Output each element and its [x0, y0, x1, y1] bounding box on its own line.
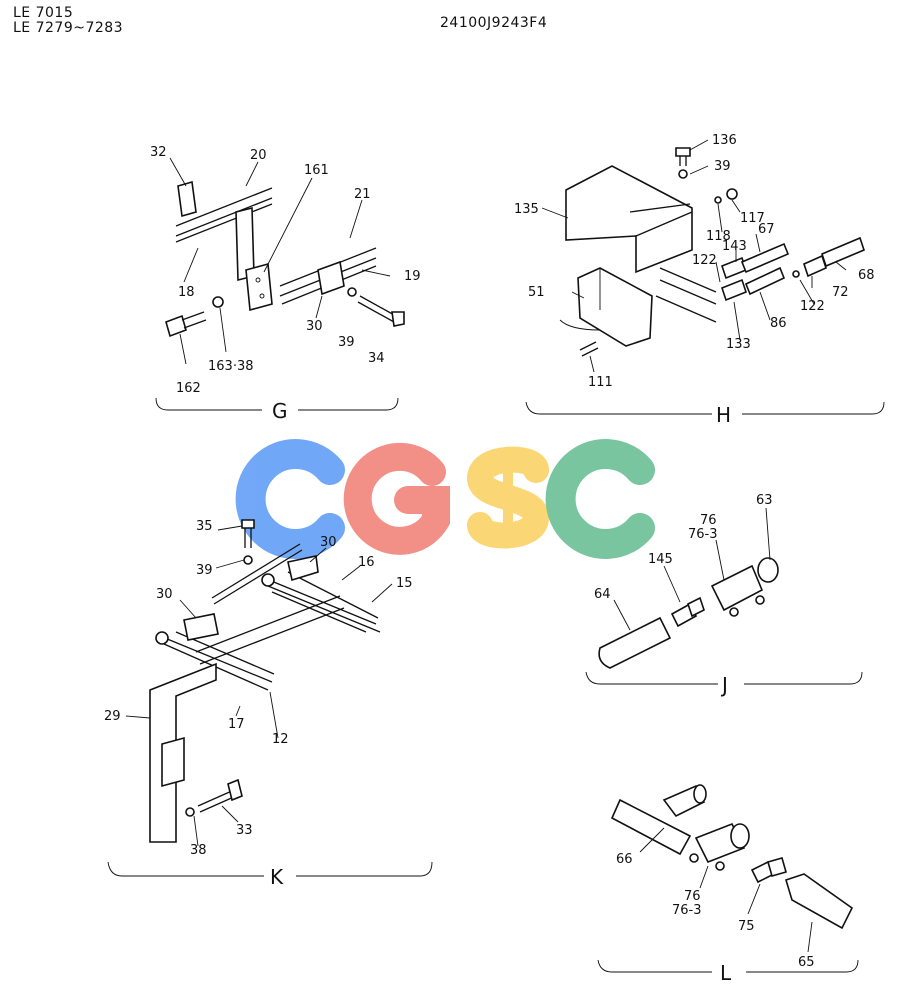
callout-35: 35 — [196, 519, 213, 534]
callout-65: 65 — [798, 955, 815, 970]
callout-18: 18 — [178, 285, 195, 300]
model-range-header: LE 7015 LE 7279~7283 — [13, 6, 123, 36]
callout-32: 32 — [150, 145, 167, 160]
callout-20: 20 — [250, 148, 267, 163]
callout-133: 133 — [726, 337, 751, 352]
callout-39-k: 39 — [196, 563, 213, 578]
callout-122-left: 122 — [692, 253, 717, 268]
model-line-2: LE 7279~7283 — [13, 20, 124, 36]
callout-135: 135 — [514, 202, 539, 217]
callout-162: 162 — [176, 381, 201, 396]
section-j-drawing — [585, 507, 863, 685]
callout-76-3-j: 76-3 — [688, 527, 718, 542]
callout-39-h: 39 — [714, 159, 731, 174]
callout-72: 72 — [832, 285, 849, 300]
callout-39: 39 — [338, 335, 355, 350]
section-label-h: H — [716, 403, 731, 427]
callout-117: 117 — [740, 211, 765, 226]
callout-145: 145 — [648, 552, 673, 567]
callout-76-j: 76 — [700, 513, 717, 528]
callout-75: 75 — [738, 919, 755, 934]
section-h-drawing — [525, 139, 885, 415]
callout-64: 64 — [594, 587, 611, 602]
section-label-l: L — [720, 961, 732, 985]
watermark-logo — [235, 439, 655, 559]
callout-30-k-lower: 30 — [156, 587, 173, 602]
callout-17: 17 — [228, 717, 245, 732]
watermark-g-red — [343, 442, 450, 555]
callout-118: 118 — [706, 229, 731, 244]
callout-68: 68 — [858, 268, 875, 283]
section-label-j: J — [720, 673, 728, 697]
callout-19: 19 — [404, 269, 421, 284]
callout-111: 111 — [588, 375, 613, 390]
callout-163-38: 163·38 — [208, 359, 254, 374]
callout-66: 66 — [616, 852, 633, 867]
callout-38: 38 — [190, 843, 207, 858]
callout-136: 136 — [712, 133, 737, 148]
model-line-1: LE 7015 — [13, 5, 74, 21]
callout-33: 33 — [236, 823, 253, 838]
callout-30: 30 — [306, 319, 323, 334]
watermark-c-blue — [235, 439, 345, 559]
callout-122-right: 122 — [800, 299, 825, 314]
callout-86: 86 — [770, 316, 787, 331]
callout-29: 29 — [104, 709, 121, 724]
callout-12: 12 — [272, 732, 289, 747]
callout-143: 143 — [722, 239, 747, 254]
callout-76-3-l: 76-3 — [672, 903, 702, 918]
callout-67: 67 — [758, 222, 775, 237]
watermark-c-green — [545, 439, 655, 559]
section-g-drawing — [155, 157, 405, 411]
part-number-header: 24100J9243F4 — [440, 15, 548, 31]
section-label-g: G — [272, 399, 288, 423]
callout-161: 161 — [304, 163, 329, 178]
callout-15: 15 — [396, 576, 413, 591]
callout-63: 63 — [756, 493, 773, 508]
callout-34: 34 — [368, 351, 385, 366]
callout-76-l: 76 — [684, 889, 701, 904]
section-l-drawing — [597, 784, 859, 973]
callout-30-k-upper: 30 — [320, 535, 337, 550]
section-label-k: K — [270, 865, 284, 889]
callout-16: 16 — [358, 555, 375, 570]
callout-51: 51 — [528, 285, 545, 300]
callout-21: 21 — [354, 187, 371, 202]
section-k-drawing — [107, 519, 433, 877]
